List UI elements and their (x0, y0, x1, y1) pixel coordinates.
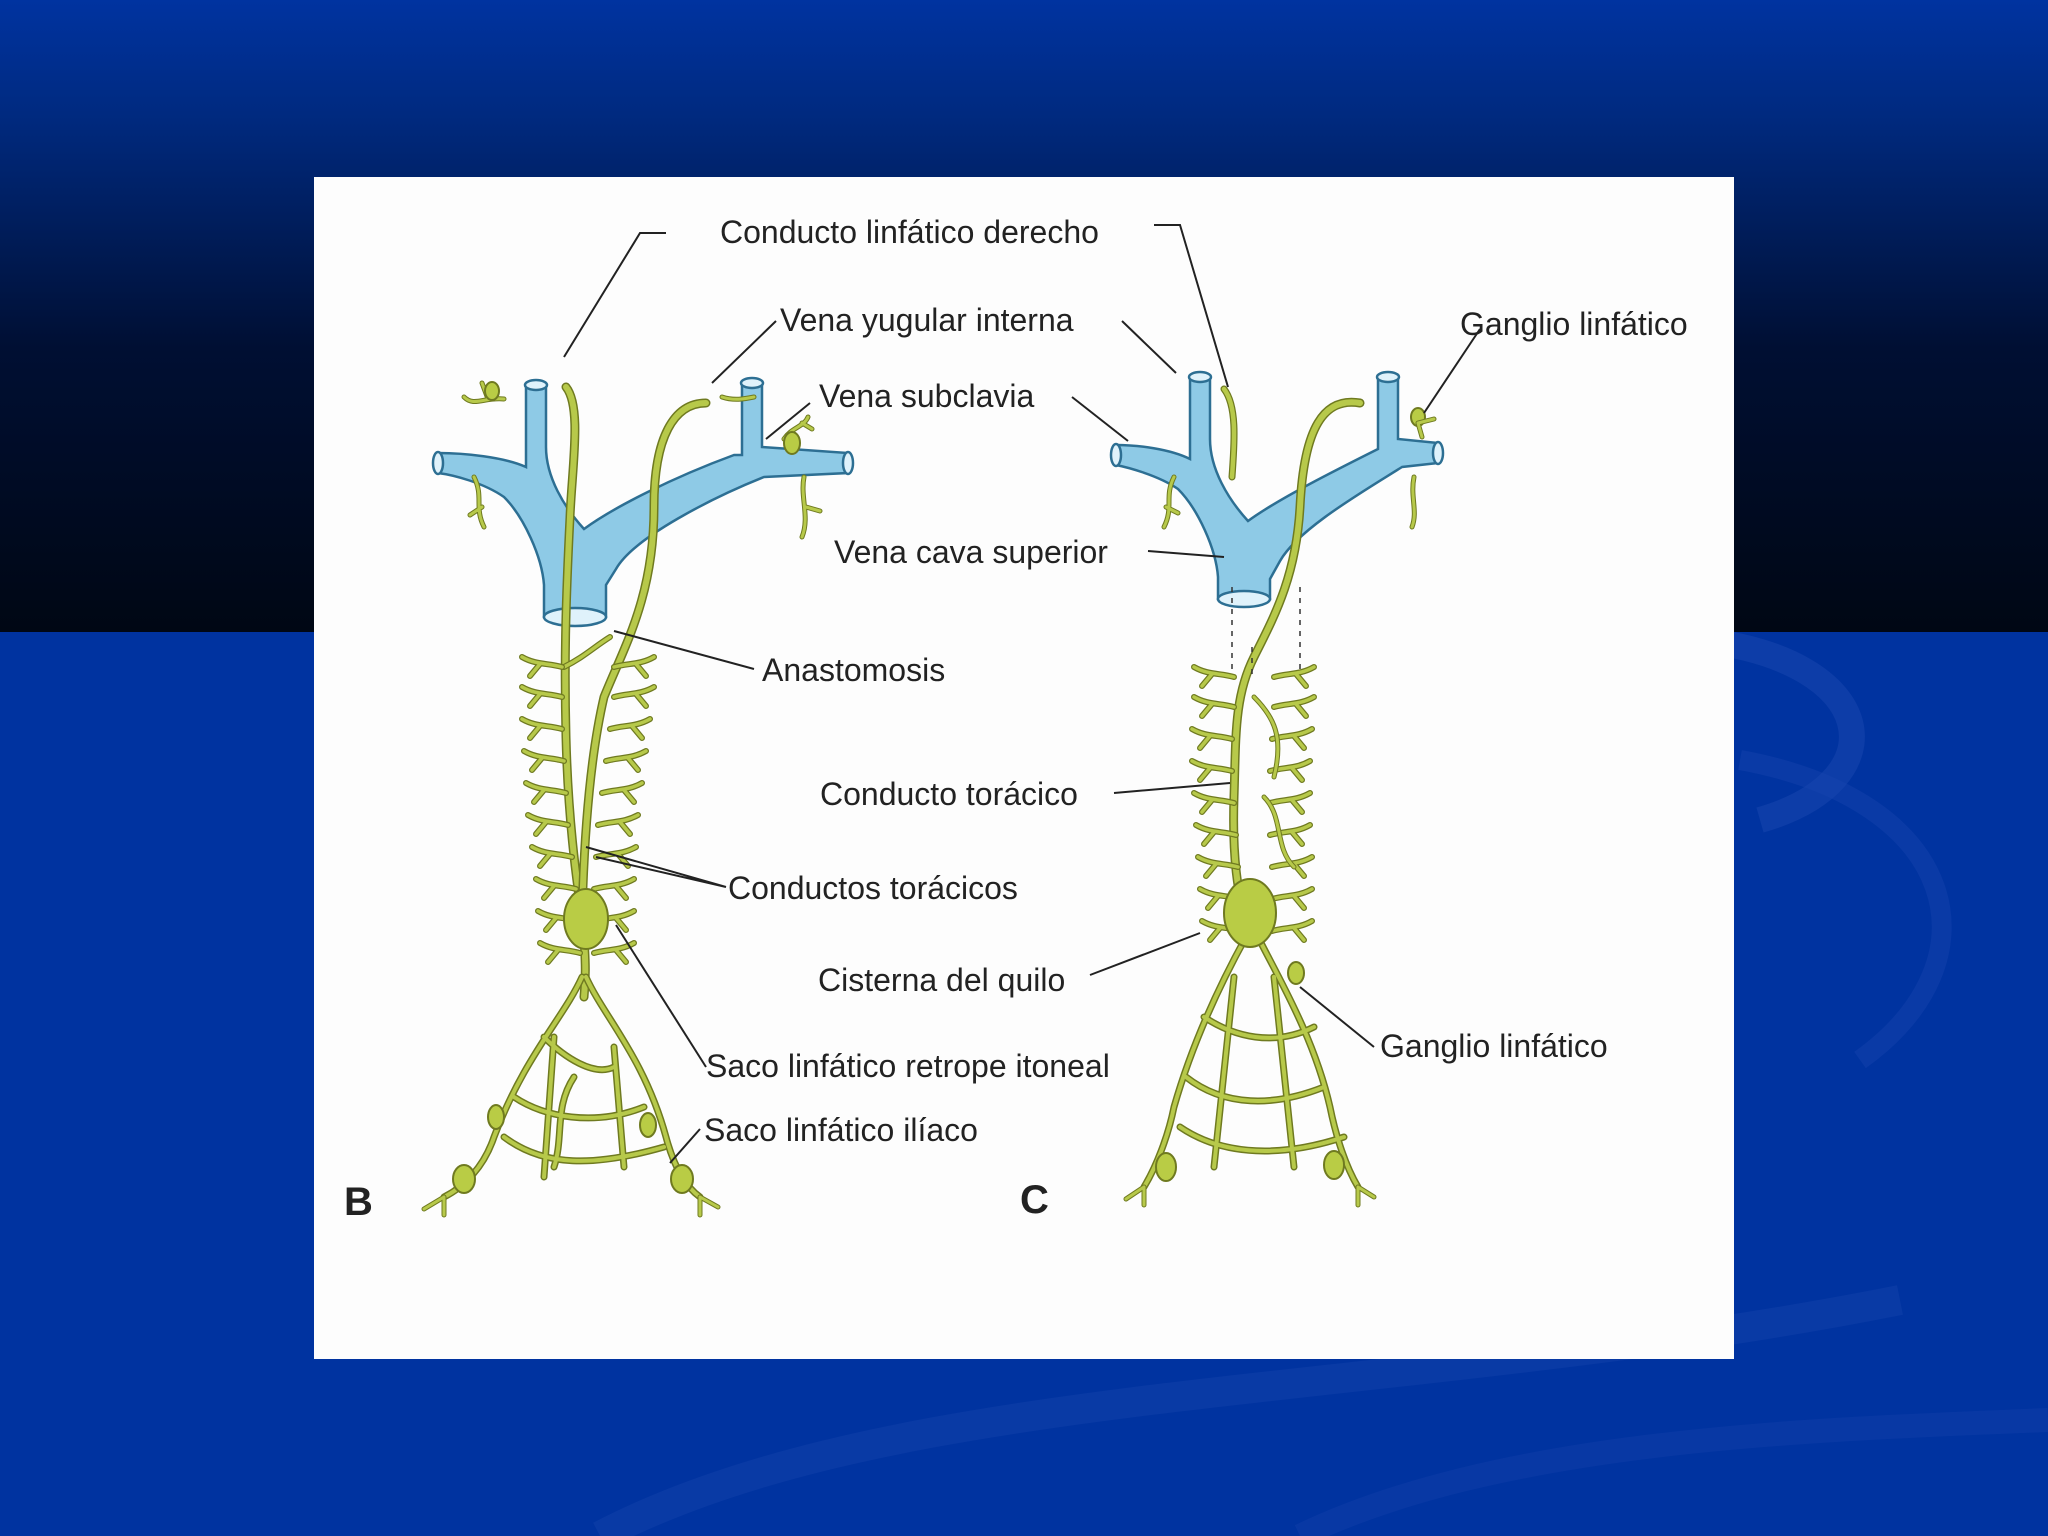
label-cisterna-chyli: Cisterna del quilo (818, 962, 1065, 998)
diagram-labels: Conducto linfático derecho Vena yugular … (344, 214, 1688, 1224)
lymphatic-system-diagram: Conducto linfático derecho Vena yugular … (344, 214, 1688, 1224)
panel-c-diagram (1109, 370, 1445, 1208)
label-lymph-node-bottom: Ganglio linfático (1380, 1028, 1608, 1064)
label-superior-vena-cava: Vena cava superior (834, 534, 1108, 570)
panel-c-veins (1109, 370, 1445, 609)
panel-letter-b: B (344, 1180, 373, 1224)
label-retroperitoneal-sac: Saco linfático retrope itoneal (706, 1048, 1110, 1084)
label-internal-jugular-vein: Vena yugular interna (780, 302, 1074, 338)
label-lymph-node-top: Ganglio linfático (1460, 306, 1688, 342)
label-iliac-sac: Saco linfático ilíaco (704, 1112, 978, 1148)
panel-letter-c: C (1020, 1178, 1049, 1222)
label-right-lymphatic-duct: Conducto linfático derecho (720, 214, 1099, 250)
label-anastomosis: Anastomosis (762, 652, 945, 688)
panel-b-lymphatic-ducts (421, 380, 823, 1218)
panel-b-diagram (421, 376, 855, 1218)
embryology-figure-panel: Conducto linfático derecho Vena yugular … (314, 177, 1734, 1359)
label-thoracic-ducts: Conductos torácicos (728, 870, 1018, 906)
label-leader-lines (563, 224, 1481, 1164)
panel-b-veins (431, 376, 855, 628)
label-thoracic-duct: Conducto torácico (820, 776, 1078, 812)
panel-c-lymphatic-ducts (1123, 385, 1437, 1208)
label-subclavian-vein: Vena subclavia (819, 378, 1034, 414)
